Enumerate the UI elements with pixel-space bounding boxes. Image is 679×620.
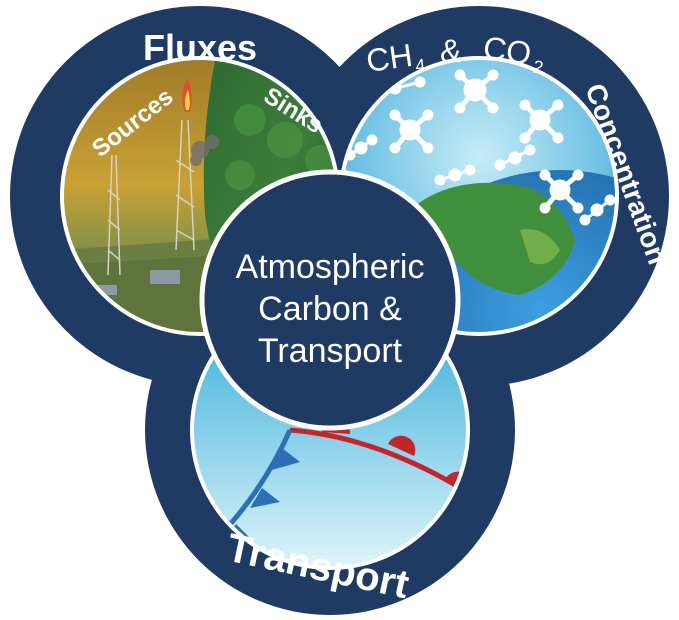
ch4-label: CH [364, 37, 415, 79]
warm-front-line [289, 427, 468, 562]
center-circle [199, 169, 461, 431]
molecule-icon [519, 99, 564, 144]
center-line-2: Carbon & [258, 290, 402, 328]
co2-molecule-icon [494, 144, 536, 171]
co2-molecule-icon [344, 134, 378, 161]
molecule-icon [454, 69, 499, 114]
cold-front-line [192, 428, 293, 568]
earth-globe [360, 170, 617, 334]
co2-molecule-icon [434, 164, 476, 186]
gas-label: CH 4 & CO 2 [364, 29, 545, 79]
ch4-subscript: 4 [414, 55, 426, 76]
gas-ampersand: & [440, 33, 461, 69]
molecule-icon [389, 109, 434, 154]
center-line-3: Transport [258, 332, 403, 370]
co2-subscript: 2 [531, 56, 545, 78]
fluxes-label: Fluxes [143, 27, 257, 68]
center-line-1: Atmospheric [236, 248, 425, 286]
co2-molecule-icon [579, 194, 616, 226]
molecule-icon [539, 169, 584, 214]
co2-label: CO [481, 29, 534, 71]
